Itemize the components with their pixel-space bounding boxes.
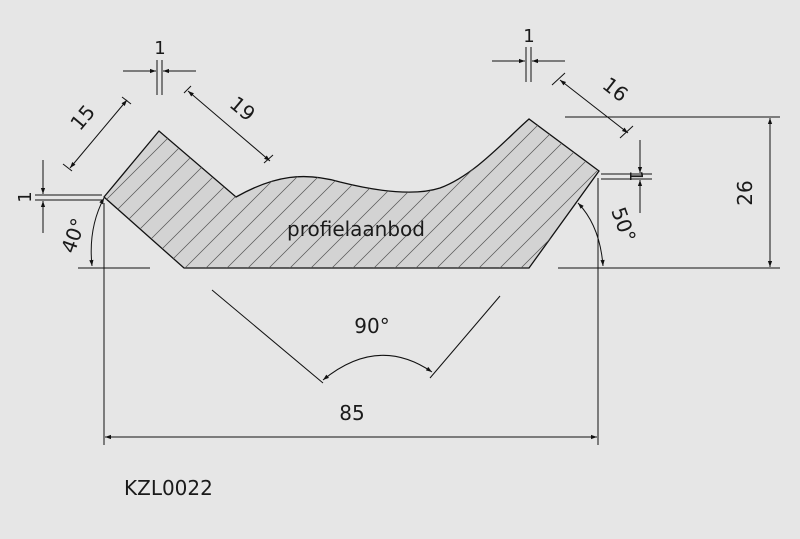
dim-left-slope-line [187,90,271,162]
hatch-line [446,119,599,268]
dim-left-flank-text: 15 [65,100,100,135]
gap-right-text: 1 [523,26,534,47]
dim-right-slope-text: 16 [598,72,633,107]
right-height-text: 1 [625,170,646,181]
gap-left-text: 1 [154,38,165,59]
groove-line-left [211,289,324,384]
dim-height-text: 26 [733,180,757,205]
left-angle-text: 40° [56,215,91,257]
part-code-label: KZL0022 [124,476,213,500]
ext-left-slope-a [183,85,192,94]
hatch-line [467,119,599,268]
right-angle-text: 50° [606,204,641,246]
hatch-line [615,100,800,300]
ext-left-slope-b [263,154,274,164]
hatch-line [636,100,800,300]
dim-left-slope-text: 19 [225,91,260,126]
hatch-line [362,119,564,268]
ext-right-slope-a [551,72,566,86]
watermark-text: profielaanbod [287,217,425,241]
left-angle-arc [89,197,105,267]
hatch-line [657,100,800,300]
hatch-line [551,119,599,268]
dim-width-text: 85 [339,401,364,425]
left-height-text: 1 [15,191,36,202]
ext-left-flank-a [62,163,73,172]
dim-left-flank-line [69,99,128,169]
right-angle-arc [577,202,605,267]
groove-angle-text: 90° [354,314,389,338]
dim-right-slope-line [559,79,629,134]
groove-angle-arc [322,354,433,381]
profile-shape [103,118,600,269]
groove-line-right [429,295,501,379]
